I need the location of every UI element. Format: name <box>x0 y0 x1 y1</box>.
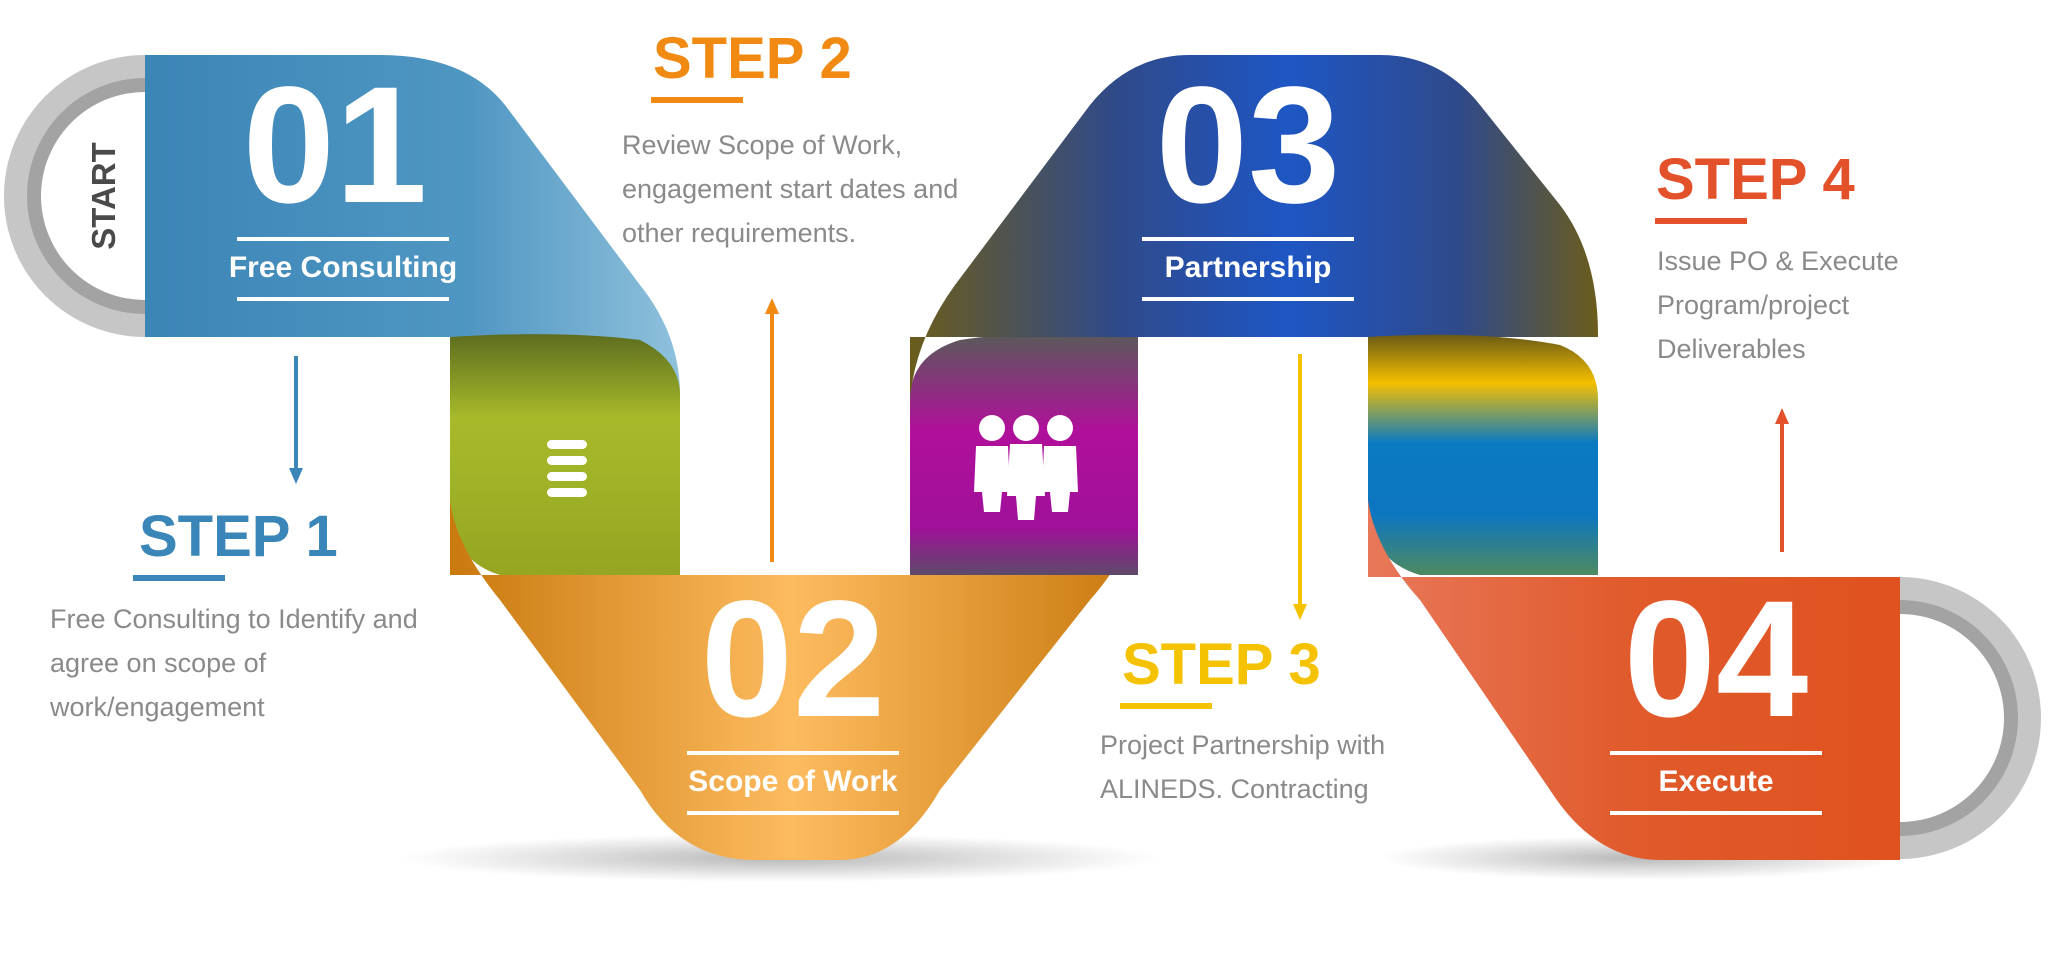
list-icon <box>547 440 587 497</box>
step2-description: Review Scope of Work, engagement start d… <box>622 123 1022 255</box>
step2-desc-line-1: Review Scope of Work, <box>622 130 903 160</box>
step1-desc-line-1: Free Consulting to Identify and <box>50 604 418 634</box>
arrow-step3 <box>1293 354 1307 620</box>
step4-desc-line-2: Program/project <box>1657 290 1850 320</box>
link-green <box>450 334 680 575</box>
step4-desc-line-3: Deliverables <box>1657 334 1806 364</box>
step4-description: Issue PO & Execute Program/project Deliv… <box>1657 239 1987 371</box>
step2-desc-line-3: other requirements. <box>622 218 857 248</box>
arrow-step1 <box>289 356 303 484</box>
panel-04-number: 04 <box>1624 567 1809 752</box>
step1-title: STEP 1 <box>139 504 338 569</box>
panel-01-number: 01 <box>243 53 428 238</box>
step1-desc-line-3: work/engagement <box>50 692 265 722</box>
step1-description: Free Consulting to Identify and agree on… <box>50 597 480 729</box>
panel-01-label: Free Consulting <box>229 251 457 284</box>
panel-04 <box>1368 500 1900 860</box>
people-icon <box>974 415 1078 520</box>
step1-desc-line-2: agree on scope of <box>50 648 267 678</box>
step4-title: STEP 4 <box>1656 147 1855 212</box>
step2-title: STEP 2 <box>653 26 852 91</box>
panel-01 <box>145 55 680 395</box>
start-label: START <box>85 142 122 250</box>
start-ring <box>4 55 145 337</box>
end-ring <box>1900 577 2041 859</box>
step3-desc-line-1: Project Partnership with <box>1100 730 1386 760</box>
link-multicolor <box>1368 334 1598 575</box>
panel-03-label-group: Partnership <box>1142 237 1354 301</box>
panel-02 <box>450 500 1138 860</box>
panel-03-number: 03 <box>1156 53 1341 238</box>
arrow-step2 <box>765 298 779 562</box>
step3-title: STEP 3 <box>1122 632 1321 697</box>
panel-02-label: Scope of Work <box>688 765 898 798</box>
arrow-step4 <box>1775 408 1789 552</box>
panel-04-label-group: Execute <box>1610 751 1822 815</box>
panel-03 <box>910 55 1598 400</box>
panel-01-label-group: Free Consulting <box>229 237 457 301</box>
panel-04-label: Execute <box>1658 765 1773 798</box>
step3-desc-line-2: ALINEDS. Contracting <box>1100 774 1369 804</box>
step2-underline <box>651 97 743 103</box>
step4-desc-line-1: Issue PO & Execute <box>1657 246 1899 276</box>
step3-description: Project Partnership with ALINEDS. Contra… <box>1100 723 1480 811</box>
panel-02-label-group: Scope of Work <box>687 751 899 815</box>
panel-02-number: 02 <box>701 567 886 752</box>
step3-underline <box>1120 703 1212 709</box>
step4-underline <box>1655 218 1747 224</box>
step1-underline <box>133 575 225 581</box>
panel-03-label: Partnership <box>1165 251 1332 284</box>
step2-desc-line-2: engagement start dates and <box>622 174 959 204</box>
